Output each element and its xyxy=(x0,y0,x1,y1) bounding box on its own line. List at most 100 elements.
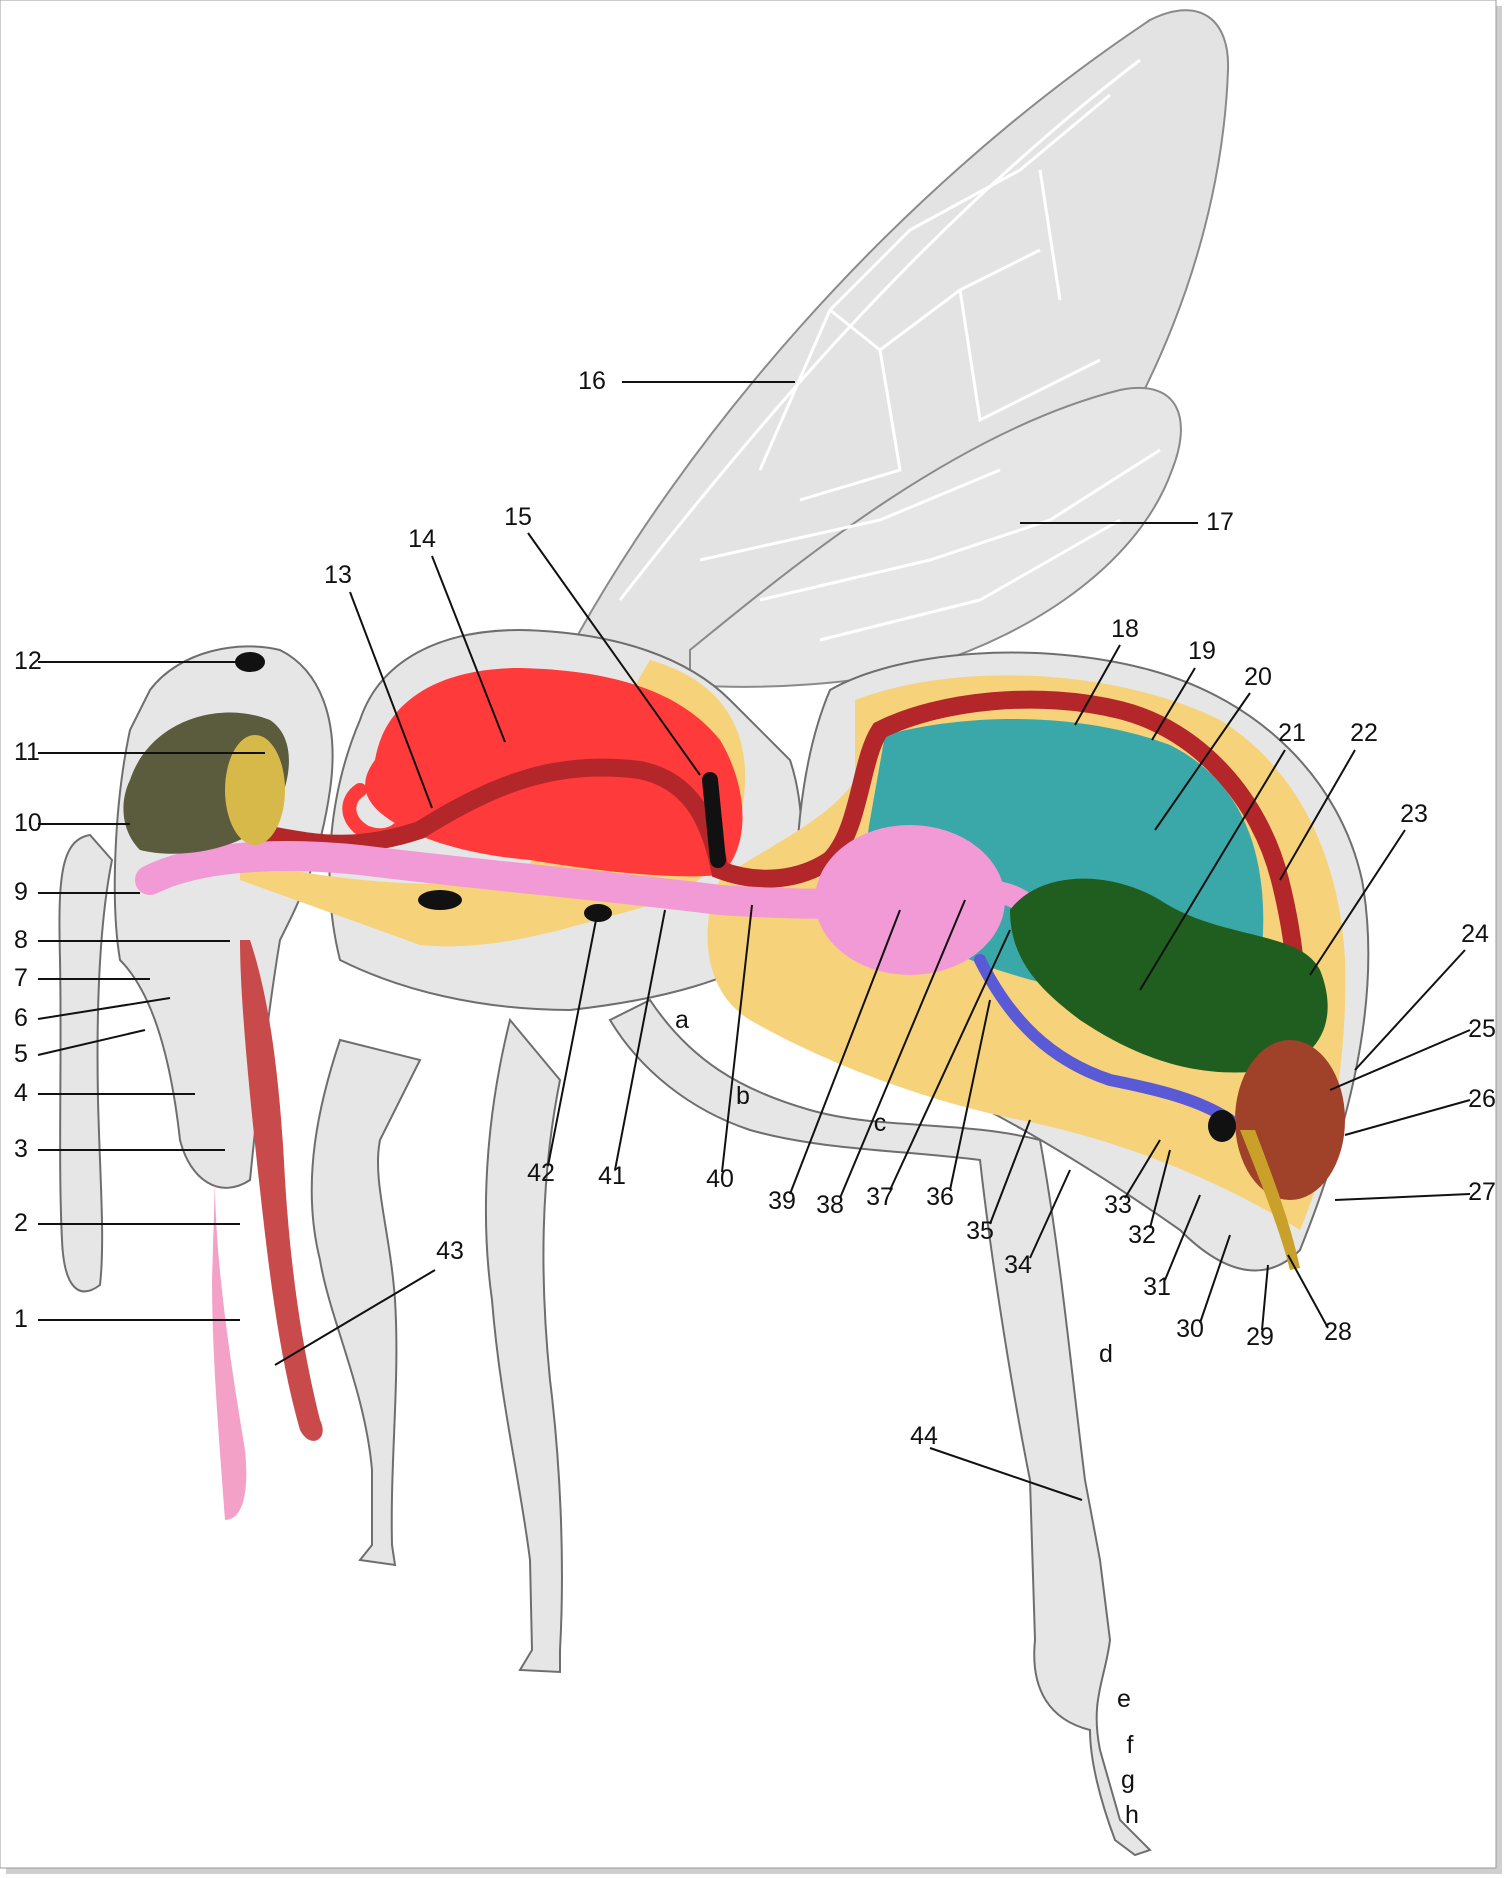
leader-line-39 xyxy=(789,909,901,1195)
segment-label-h: h xyxy=(1125,1801,1139,1829)
phragma xyxy=(702,772,726,868)
midleg xyxy=(484,1017,563,1674)
label-8: 8 xyxy=(14,926,28,954)
label-10: 10 xyxy=(14,809,42,837)
leader-line-13 xyxy=(349,591,433,809)
label-25: 25 xyxy=(1468,1015,1496,1043)
label-39: 39 xyxy=(768,1187,796,1215)
label-6: 6 xyxy=(14,1004,28,1032)
leader-line-15 xyxy=(527,532,701,776)
proboscis xyxy=(212,1180,247,1520)
leader-line-28 xyxy=(1287,1254,1329,1329)
leader-line-19 xyxy=(1151,667,1196,741)
label-22: 22 xyxy=(1350,719,1378,747)
leader-line-36 xyxy=(949,999,991,1191)
label-5: 5 xyxy=(14,1040,28,1068)
brain xyxy=(225,735,285,845)
segment-label-d: d xyxy=(1099,1340,1113,1368)
leader-line-27 xyxy=(1334,1193,1471,1201)
leader-line-37 xyxy=(889,929,1011,1191)
label-1: 1 xyxy=(14,1305,28,1333)
label-34: 34 xyxy=(1004,1251,1032,1279)
ocellus xyxy=(235,652,265,672)
label-26: 26 xyxy=(1468,1085,1496,1113)
label-31: 31 xyxy=(1143,1273,1171,1301)
label-17: 17 xyxy=(1206,508,1234,536)
leader-line-38 xyxy=(839,899,966,1199)
segment-label-e: e xyxy=(1117,1685,1131,1713)
leader-line-44 xyxy=(929,1447,1083,1501)
leader-line-43 xyxy=(274,1269,436,1366)
thoracic-ganglion-1 xyxy=(418,890,462,910)
label-32: 32 xyxy=(1128,1221,1156,1249)
label-29: 29 xyxy=(1246,1323,1274,1351)
sting xyxy=(1240,1130,1300,1270)
label-15: 15 xyxy=(504,503,532,531)
leader-line-18 xyxy=(1074,644,1121,726)
label-33: 33 xyxy=(1104,1191,1132,1219)
thoracic-ganglion-2 xyxy=(584,904,612,922)
leader-line-21 xyxy=(1139,749,1286,991)
label-27: 27 xyxy=(1468,1178,1496,1206)
leader-line-22 xyxy=(1279,749,1356,881)
label-16: 16 xyxy=(578,367,606,395)
label-19: 19 xyxy=(1188,637,1216,665)
leader-line-26 xyxy=(1344,1099,1471,1136)
label-18: 18 xyxy=(1111,615,1139,643)
esophagus xyxy=(135,841,895,919)
label-42: 42 xyxy=(527,1159,555,1187)
ventral-nerve-cord xyxy=(974,954,1236,1126)
label-4: 4 xyxy=(14,1079,28,1107)
label-36: 36 xyxy=(926,1183,954,1211)
label-13: 13 xyxy=(324,561,352,589)
label-41: 41 xyxy=(598,1162,626,1190)
label-9: 9 xyxy=(14,878,28,906)
leader-line-30 xyxy=(1199,1234,1231,1324)
leader-line-41 xyxy=(614,909,666,1171)
label-11: 11 xyxy=(14,738,40,766)
wing-veins xyxy=(618,58,1161,642)
bee-body xyxy=(58,9,1370,1857)
hindleg xyxy=(608,998,1152,1857)
leader-line-20 xyxy=(1154,692,1251,831)
label-43: 43 xyxy=(436,1237,464,1265)
leader-line-24 xyxy=(1354,949,1466,1071)
abdominal-ganglion xyxy=(1208,1110,1236,1142)
antenna xyxy=(58,833,114,1293)
ventriculus xyxy=(1010,878,1328,1073)
label-30: 30 xyxy=(1176,1315,1204,1343)
leader-line-32 xyxy=(1149,1149,1171,1229)
leader-line-42 xyxy=(547,919,597,1167)
label-40: 40 xyxy=(706,1165,734,1193)
leader-line-34 xyxy=(1029,1169,1071,1259)
label-28: 28 xyxy=(1324,1318,1352,1346)
segment-label-b: b xyxy=(736,1082,750,1110)
segment-label-f: f xyxy=(1127,1731,1134,1759)
label-24: 24 xyxy=(1461,920,1489,948)
leader-line-29 xyxy=(1261,1264,1269,1331)
leader-line-5 xyxy=(37,1029,146,1056)
label-2: 2 xyxy=(14,1209,28,1237)
label-12: 12 xyxy=(14,647,42,675)
leader-line-6 xyxy=(37,997,171,1020)
leader-line-31 xyxy=(1164,1194,1201,1281)
label-44: 44 xyxy=(910,1422,938,1450)
leader-line-40 xyxy=(721,904,753,1173)
label-14: 14 xyxy=(408,525,436,553)
label-21: 21 xyxy=(1278,719,1306,747)
mandible-muscle xyxy=(240,940,323,1441)
rectum-muscle xyxy=(1235,1040,1345,1200)
leader-line-23 xyxy=(1309,829,1406,976)
leader-line-33 xyxy=(1124,1139,1161,1199)
label-20: 20 xyxy=(1244,663,1272,691)
leader-line-25 xyxy=(1329,1029,1471,1091)
label-38: 38 xyxy=(816,1191,844,1219)
leader-line-35 xyxy=(989,1119,1031,1225)
dorsal-vessel xyxy=(261,690,1306,1069)
honey-stomach xyxy=(815,825,1005,975)
foreleg xyxy=(310,1038,422,1567)
